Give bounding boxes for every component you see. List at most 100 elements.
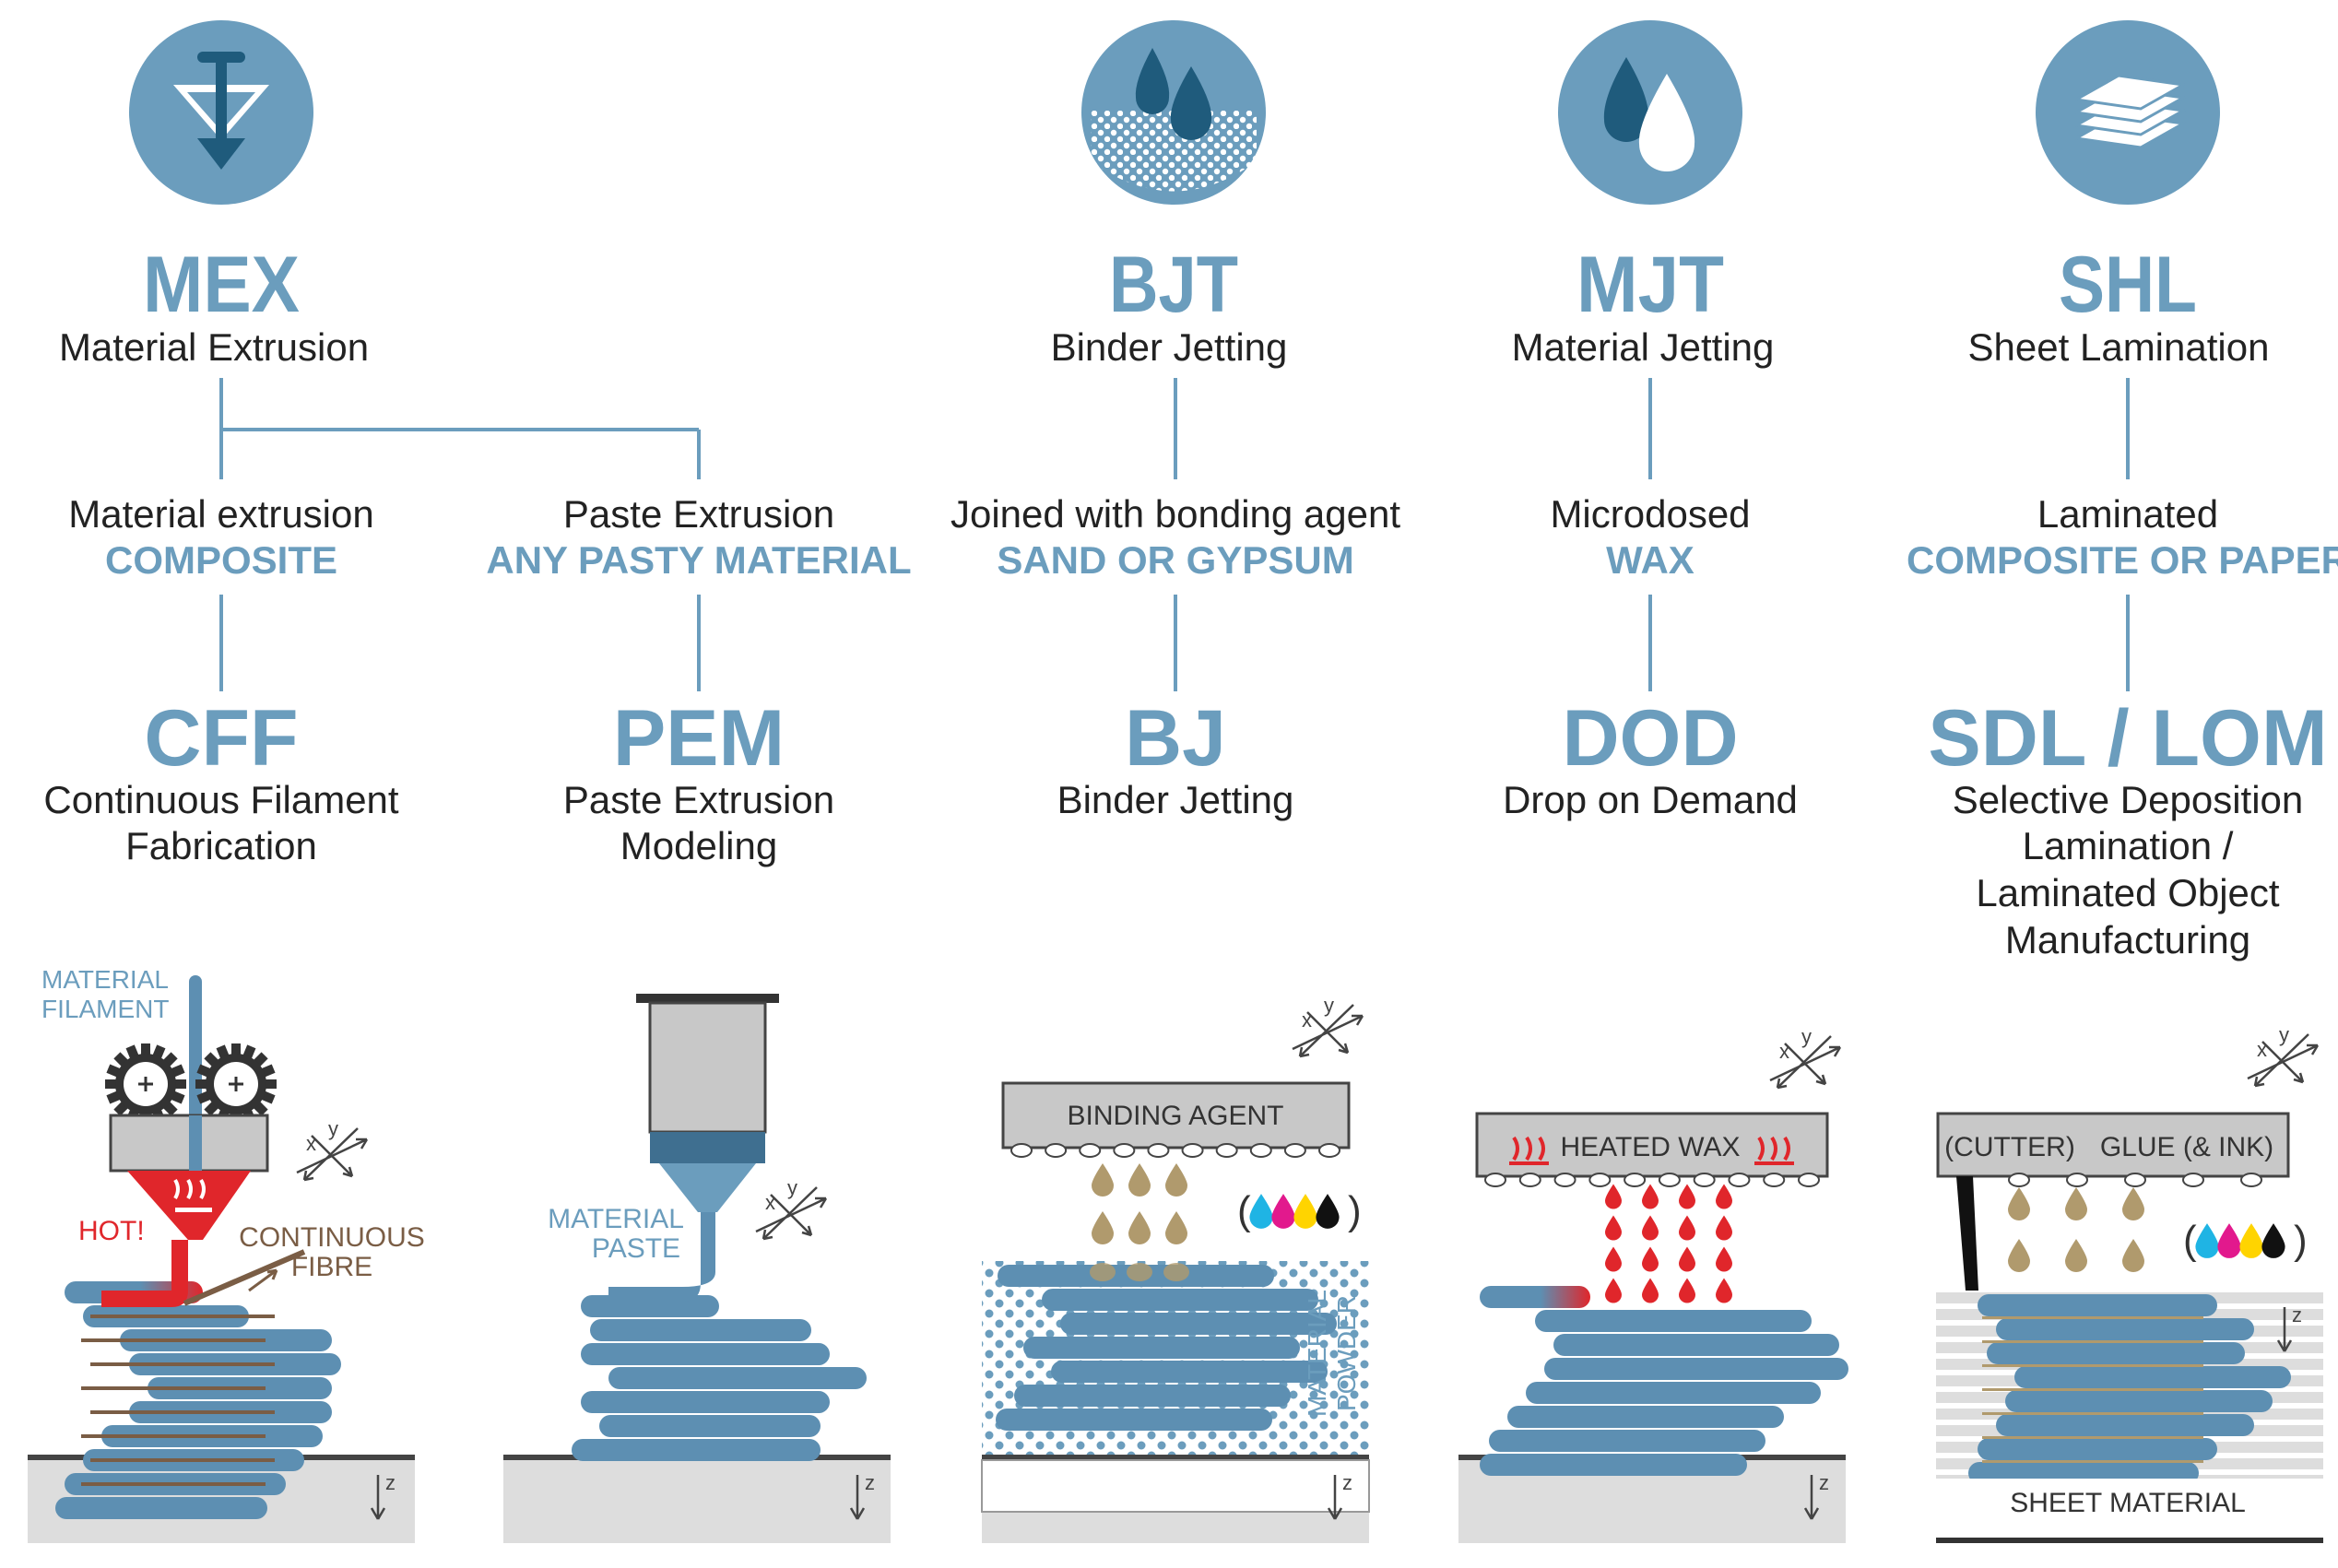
nozzle — [1010, 1143, 1033, 1158]
drop — [2217, 1223, 2241, 1258]
sdl-full-4: Manufacturing — [2005, 918, 2250, 961]
pem-abbr: PEM — [613, 694, 785, 783]
glue-line — [1982, 1340, 2203, 1343]
nozzle — [1045, 1143, 1068, 1158]
layer-bead — [1507, 1406, 1784, 1428]
fibre-strand — [81, 1338, 266, 1342]
layer-bead — [581, 1343, 830, 1365]
nozzle — [1147, 1143, 1170, 1158]
paren-right: ) — [2294, 1218, 2308, 1263]
drop — [1716, 1278, 1732, 1303]
layer-bead — [1978, 1294, 2217, 1316]
dod-illustration: HEATED WAX — [1458, 1112, 1848, 1543]
layer-bead — [1535, 1310, 1812, 1332]
cff-illustration: MATERIAL FILAMENT HOT! CONTINUOUS FIBRE — [28, 965, 425, 1543]
nozzle — [1763, 1173, 1786, 1187]
layer-bead — [599, 1415, 821, 1437]
pem-illustration: MATERIAL PASTE — [503, 994, 891, 1543]
z-axis-arrow-icon — [849, 1475, 866, 1520]
xy-axis-icon — [296, 1127, 369, 1182]
layer-bead — [1996, 1318, 2254, 1340]
bj-powder-label-2: POWDER — [1332, 1295, 1361, 1411]
z-axis-arrow-icon — [2276, 1307, 2293, 1352]
drop — [1679, 1278, 1695, 1303]
cff-abbr: CFF — [144, 694, 298, 783]
glue-line — [1982, 1388, 2203, 1391]
extrusion-funnel-icon — [129, 20, 313, 205]
drop — [1605, 1246, 1622, 1272]
layer-bead — [581, 1391, 830, 1413]
xy-axis-icon — [2247, 1033, 2320, 1088]
xy-axis-icon — [1292, 1004, 1364, 1058]
pem-material: ANY PASTY MATERIAL — [486, 538, 911, 582]
paren-left: ( — [2183, 1218, 2197, 1263]
xy-axis-icon — [755, 1186, 828, 1241]
nozzle — [1215, 1143, 1238, 1158]
fibre-strand — [90, 1362, 275, 1366]
sdl-abbr: SDL / LOM — [1928, 694, 2327, 783]
glue-line — [1982, 1316, 2203, 1319]
drop — [2008, 1187, 2030, 1220]
bj-powder-label-1: MATERIAL — [1303, 1290, 1331, 1417]
drop — [1165, 1163, 1187, 1197]
drop — [1679, 1246, 1695, 1272]
nozzle — [1553, 1173, 1576, 1187]
glue-line — [1982, 1412, 2203, 1415]
dod-abbr: DOD — [1562, 694, 1738, 783]
layer-bead — [1060, 1313, 1337, 1335]
mex-code: MEX — [143, 241, 300, 329]
shl-code: SHL — [2059, 241, 2197, 329]
drop — [2261, 1223, 2285, 1258]
layer-bead — [1489, 1430, 1765, 1452]
fibre-strand — [90, 1458, 275, 1462]
drop — [1090, 1263, 1116, 1281]
fibre-strand — [81, 1434, 266, 1438]
nozzle — [1728, 1173, 1751, 1187]
drop — [1642, 1278, 1659, 1303]
dod-head-label: HEATED WAX — [1560, 1132, 1740, 1162]
gear-icon — [105, 1043, 186, 1125]
layer-bead — [1051, 1361, 1328, 1383]
layer-bead — [1544, 1358, 1848, 1380]
sdl-cutter-label: (CUTTER) — [1944, 1132, 2075, 1162]
nozzle — [1693, 1173, 1716, 1187]
cff-fibre-label-1: CONTINUOUS — [239, 1222, 425, 1253]
axis-y-label: y — [1324, 994, 1334, 1017]
sdl-full-1: Selective Deposition — [1953, 778, 2304, 821]
layer-bead — [1996, 1414, 2254, 1436]
drop — [1128, 1163, 1151, 1197]
dod-material: WAX — [1606, 538, 1694, 582]
axis-y-label: y — [1801, 1025, 1812, 1048]
bj-material: SAND OR GYPSUM — [997, 538, 1353, 582]
drop — [1679, 1184, 1695, 1209]
axis-y-label: y — [787, 1176, 797, 1199]
layer-bead — [1978, 1438, 2217, 1460]
nozzle — [1658, 1173, 1681, 1187]
layer-bead — [2005, 1390, 2273, 1412]
nozzle — [1181, 1143, 1204, 1158]
layer-bead — [590, 1319, 811, 1341]
cff-material-label-1: MATERIAL — [41, 965, 169, 994]
axis-y-label: y — [2279, 1023, 2289, 1046]
fibre-strand — [81, 1482, 266, 1486]
sdl-full-2: Lamination / — [2023, 824, 2234, 867]
dod-full-1: Drop on Demand — [1503, 778, 1798, 821]
cff-fibre-label-2: FIBRE — [291, 1252, 372, 1282]
bj-full-1: Binder Jetting — [1057, 778, 1294, 821]
mjt-name: Material Jetting — [1512, 325, 1775, 369]
drop — [1271, 1194, 1295, 1229]
axis-x-label: x — [1302, 1008, 1312, 1032]
axis-z-label: z — [1342, 1471, 1352, 1494]
layer-bead — [1526, 1382, 1821, 1404]
mjt-code: MJT — [1576, 241, 1724, 329]
bj-illustration: BINDING AGENT MATERIAL POWDER () — [981, 1081, 1370, 1543]
axis-x-label: x — [2257, 1038, 2267, 1061]
nozzle — [1113, 1143, 1136, 1158]
nozzle — [2240, 1173, 2262, 1187]
layer-bead — [1553, 1334, 1839, 1356]
cff-hot-label: HOT! — [78, 1216, 145, 1246]
pem-process-line: Paste Extrusion — [563, 492, 834, 536]
